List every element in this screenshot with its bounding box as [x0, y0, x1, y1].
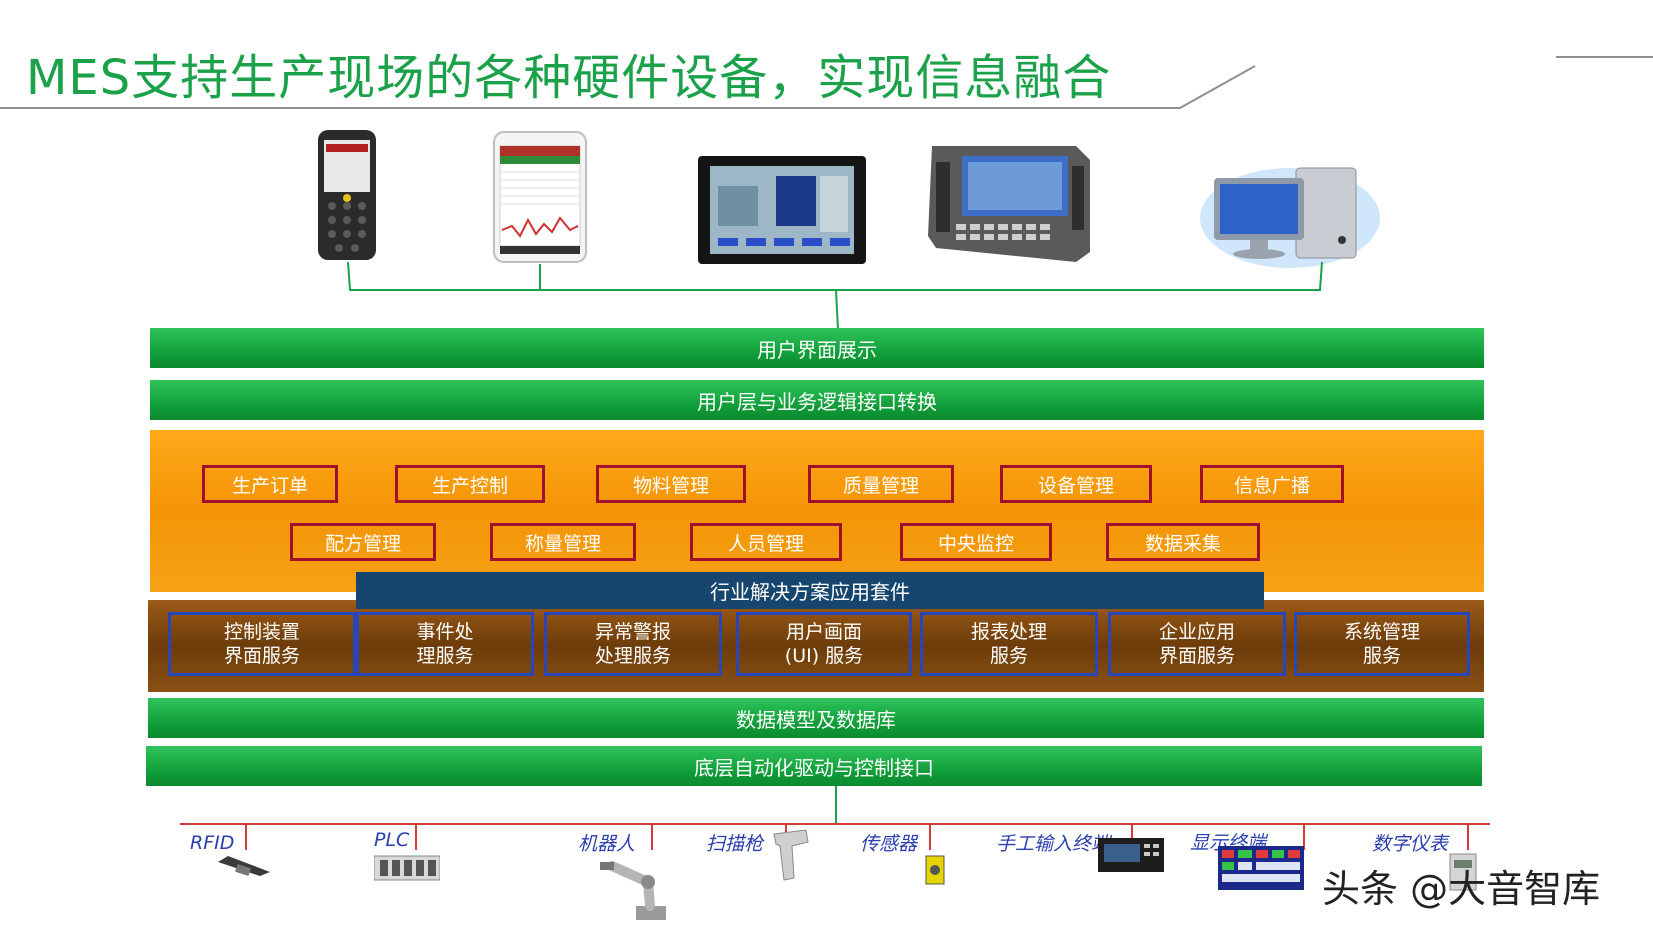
sensor-icon [924, 854, 946, 888]
business-modules-panel [150, 430, 1484, 592]
module-equipment-management: 设备管理 [1000, 465, 1152, 503]
page-title: MES支持生产现场的各种硬件设备，实现信息融合 [26, 50, 1112, 106]
module-data-collection: 数据采集 [1106, 523, 1260, 561]
robot-arm-icon [592, 852, 672, 922]
device-label-robot: 机器人 [578, 833, 636, 855]
module-weighing-management: 称量管理 [490, 523, 636, 561]
module-personnel-management: 人员管理 [690, 523, 842, 561]
service-control-device-interface: 控制装置 界面服务 [168, 612, 356, 676]
smartphone-icon [492, 130, 588, 264]
display-terminal-icon [1218, 846, 1304, 890]
layer-ui-display: 用户界面展示 [150, 328, 1484, 368]
device-label-plc: PLC [374, 829, 410, 851]
device-label-sensor: 传感器 [860, 833, 918, 855]
module-production-control: 生产控制 [395, 465, 545, 503]
service-ui: 用户画面 (UI) 服务 [736, 612, 912, 676]
digital-meter-icon [1448, 852, 1478, 892]
services-panel [148, 600, 1484, 692]
vehicle-terminal-icon [926, 136, 1092, 264]
service-enterprise-app-interface: 企业应用 界面服务 [1108, 612, 1286, 676]
manual-input-terminal-icon [1098, 838, 1164, 872]
layer-data-model: 数据模型及数据库 [148, 698, 1484, 738]
module-info-broadcast: 信息广播 [1200, 465, 1344, 503]
device-label-digital-meter: 数字仪表 [1372, 833, 1449, 855]
device-label-scanner: 扫描枪 [706, 833, 764, 855]
desktop-pc-icon [1200, 158, 1380, 268]
handheld-terminal-icon [312, 128, 382, 262]
module-quality-management: 质量管理 [808, 465, 954, 503]
module-recipe-management: 配方管理 [290, 523, 436, 561]
title-underline [0, 56, 1653, 109]
service-alarm-processing: 异常警报 处理服务 [544, 612, 722, 676]
layer-automation-interface: 底层自动化驱动与控制接口 [146, 746, 1482, 786]
top-connector-lines [347, 261, 1323, 331]
module-production-order: 生产订单 [202, 465, 338, 503]
field-bus-lines [180, 786, 1490, 850]
layer-user-logic: 用户层与业务逻辑接口转换 [150, 380, 1484, 420]
device-label-manual-terminal: 手工输入终端 [996, 833, 1111, 855]
service-event-processing: 事件处 理服务 [356, 612, 534, 676]
rfid-reader-icon [214, 852, 274, 886]
service-system-management: 系统管理 服务 [1294, 612, 1470, 676]
barcode-scanner-icon [772, 828, 812, 882]
service-report-processing: 报表处理 服务 [920, 612, 1098, 676]
device-label-rfid: RFID [190, 832, 235, 854]
tablet-icon [698, 156, 866, 264]
module-central-monitoring: 中央监控 [900, 523, 1052, 561]
module-material-management: 物料管理 [596, 465, 746, 503]
industry-solution-suite: 行业解决方案应用套件 [356, 572, 1264, 609]
plc-icon [373, 852, 441, 882]
watermark: 头条 @大音智库 [1322, 867, 1601, 911]
